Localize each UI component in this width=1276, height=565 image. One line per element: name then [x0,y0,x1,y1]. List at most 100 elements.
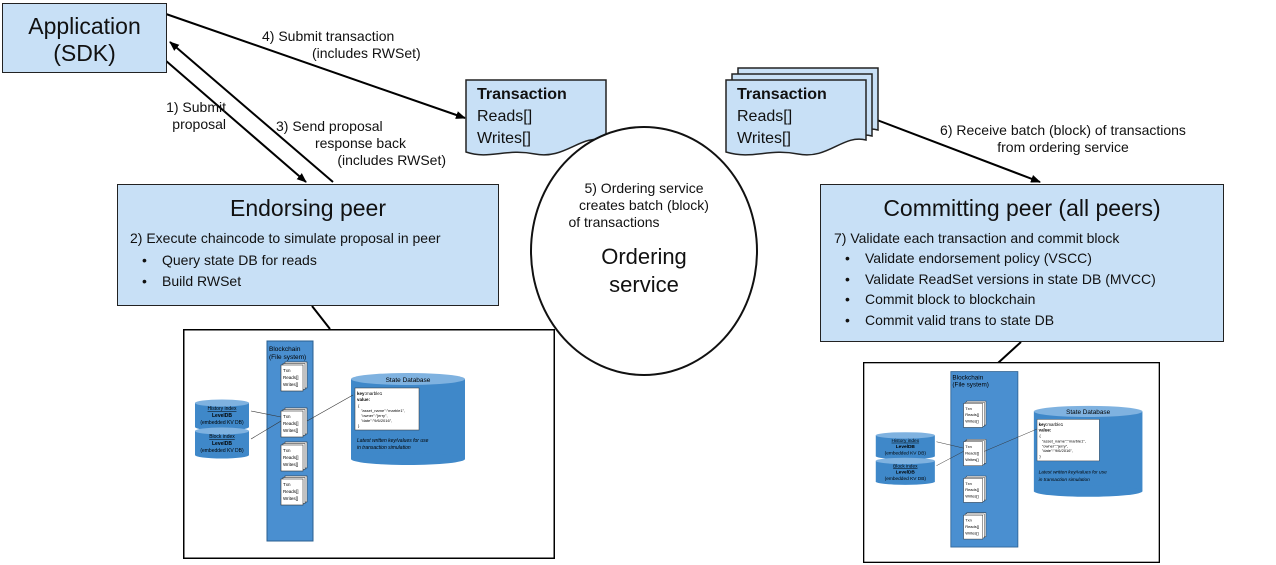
block-index-cylinder: Block index LevelDB (embedded KV DB) [875,457,935,485]
svg-text:"owner":"jerry",: "owner":"jerry", [361,413,388,418]
block-index-label: Block index [893,463,918,469]
state-json-line1: { [1039,433,1041,438]
svg-text:(embedded KV DB): (embedded KV DB) [200,448,244,454]
step5-label: 5) Ordering service creates batch (block… [532,180,756,231]
txn-block: Txn Reads[] Writes[] [963,512,987,540]
svg-text:Txn: Txn [965,444,972,449]
svg-text:Reads[]: Reads[] [965,487,979,492]
svg-text:Latest written key/values for: Latest written key/values for use [357,438,429,444]
svg-text:key:marble1: key:marble1 [357,391,383,396]
state-database-label: State Database [386,377,431,384]
svg-text:Txn: Txn [283,414,291,419]
svg-text:key:marble1: key:marble1 [1039,422,1064,427]
txn-label: Txn [965,518,972,523]
svg-text:in transaction simulation: in transaction simulation [357,445,411,451]
state-json-line5: } [358,423,360,428]
svg-text:(File system): (File system) [952,382,989,389]
svg-text:value:: value: [1039,427,1052,432]
step3-line1: 3) Send proposal [276,118,383,134]
state-caption-line1: Latest written key/values for use [1039,470,1107,476]
transaction-right-title: Transaction [737,86,827,103]
history-index-label: History index [892,438,920,444]
txn-writes: Writes[] [965,530,978,535]
svg-text:LevelDB: LevelDB [212,413,232,419]
ordering-service-name-line1: Ordering [601,244,687,269]
committing-peer-box: Committing peer (all peers) 7) Validate … [820,184,1224,342]
state-key-label: key: [1039,422,1048,427]
svg-text:Writes[]: Writes[] [965,530,978,535]
state-database-cylinder: State Database key:marble1 value: { "ass… [351,373,465,465]
state-value-label: value: [1039,427,1052,432]
state-json-line4: "date":"9/6/2016", [361,418,392,423]
step5-line3: of transactions [568,214,660,230]
svg-text:History index: History index [208,406,237,412]
svg-text:value:: value: [357,397,371,402]
transaction-right-text: Transaction Reads[] Writes[] [737,84,827,150]
committing-bullets: Validate endorsement policy (VSCC) Valid… [837,248,1223,330]
blockchain-label-line2: (File system) [952,382,989,389]
state-json-line5: } [1039,454,1041,459]
txn-block: Txn Reads[] Writes[] [963,475,987,503]
txn-label: Txn [283,414,291,419]
svg-text:(embedded KV DB): (embedded KV DB) [200,420,244,426]
endorsing-peer-box: Endorsing peer 2) Execute chaincode to s… [117,184,499,306]
block-index-db: LevelDB [212,441,232,447]
arrow-proposal-response [169,41,334,183]
txn-writes: Writes[] [283,496,298,501]
transaction-left-text: Transaction Reads[] Writes[] [477,84,567,150]
step4-line1: 4) Submit transaction [262,28,395,44]
txn-label: Txn [283,482,291,487]
state-json-line3: "owner":"jerry", [361,413,388,418]
state-caption-line1: Latest written key/values for use [357,438,429,444]
state-caption-line2: in transaction simulation [1039,477,1090,483]
svg-text:(File system): (File system) [269,354,306,361]
svg-text:Reads[]: Reads[] [283,455,299,460]
svg-text:Txn: Txn [283,448,291,453]
txn-reads: Reads[] [965,412,979,417]
txn-label: Txn [965,444,972,449]
state-json-line4: "date":"9/6/2016", [1042,448,1073,453]
endorsing-step2: 2) Execute chaincode to simulate proposa… [130,230,441,246]
svg-text:State Database: State Database [386,377,431,384]
svg-text:Writes[]: Writes[] [965,419,978,424]
txn-block: Txn Reads[] Writes[] [963,439,987,466]
history-index-db: LevelDB [212,413,232,419]
committing-bullet: Validate ReadSet versions in state DB (M… [837,269,1223,290]
block-index-db: LevelDB [896,470,916,476]
svg-text:(embedded KV DB): (embedded KV DB) [885,476,927,482]
state-json-line1: { [358,403,360,408]
txn-writes: Writes[] [283,382,298,387]
state-key-label: key: [357,391,367,396]
txn-block: Txn Reads[] Writes[] [963,400,987,428]
svg-text:}: } [1039,454,1041,459]
svg-text:Block index: Block index [893,463,918,469]
svg-text:"asset_name":"marble1",: "asset_name":"marble1", [361,408,405,413]
txn-writes: Writes[] [965,419,978,424]
state-caption-line2: in transaction simulation [357,445,411,451]
svg-text:Writes[]: Writes[] [965,494,978,499]
application-subtitle: (SDK) [53,40,116,66]
state-json-line3: "owner":"jerry", [1042,443,1068,448]
ledger-detail-endorsing: Blockchain (File system) Txn Reads[] Wri… [183,329,555,559]
svg-text:Reads[]: Reads[] [283,375,299,380]
step4-line2: (includes RWSet) [312,45,421,61]
svg-text:Writes[]: Writes[] [283,462,298,467]
txn-writes: Writes[] [965,494,978,499]
svg-text:Writes[]: Writes[] [965,457,978,462]
svg-text:Blockchain: Blockchain [269,346,301,353]
svg-text:"owner":"jerry",: "owner":"jerry", [1042,443,1068,448]
step3-label: 3) Send proposal response back (includes… [270,118,446,169]
block-index-kv: (embedded KV DB) [885,476,927,482]
history-index-label: History index [208,406,237,412]
svg-text:Block index: Block index [209,434,235,440]
svg-text:Writes[]: Writes[] [283,382,298,387]
svg-text:"date":"9/6/2016",: "date":"9/6/2016", [1042,448,1073,453]
state-database-label: State Database [1066,409,1110,416]
transaction-right-reads: Reads[] [737,108,793,125]
step1-line2: proposal [172,116,226,132]
state-key-value: marble1 [366,391,383,396]
txn-reads: Reads[] [283,489,299,494]
txn-block: Txn Reads[] Writes[] [280,407,308,438]
step3-line3: (includes RWSet) [337,152,446,168]
svg-text:Reads[]: Reads[] [965,451,979,456]
